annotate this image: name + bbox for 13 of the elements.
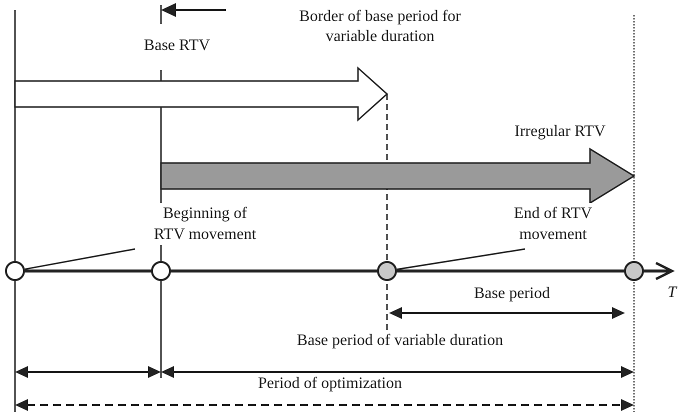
timeline-point [377,261,397,281]
period-label: Border of base period for variable duration [298,7,462,47]
leader-line [396,248,526,270]
period-label: Base period of variable duration [296,331,504,351]
period-label: Base RTV [144,36,210,56]
period-label: Base period [474,284,550,304]
timeline-point [624,261,644,281]
period-label: Period of optimization [258,374,402,394]
timeline-point [151,261,171,281]
axis-label: T [668,283,676,303]
timeline-point [5,261,25,281]
period-label: Irregular RTV [514,122,606,142]
leader-line [24,248,136,270]
